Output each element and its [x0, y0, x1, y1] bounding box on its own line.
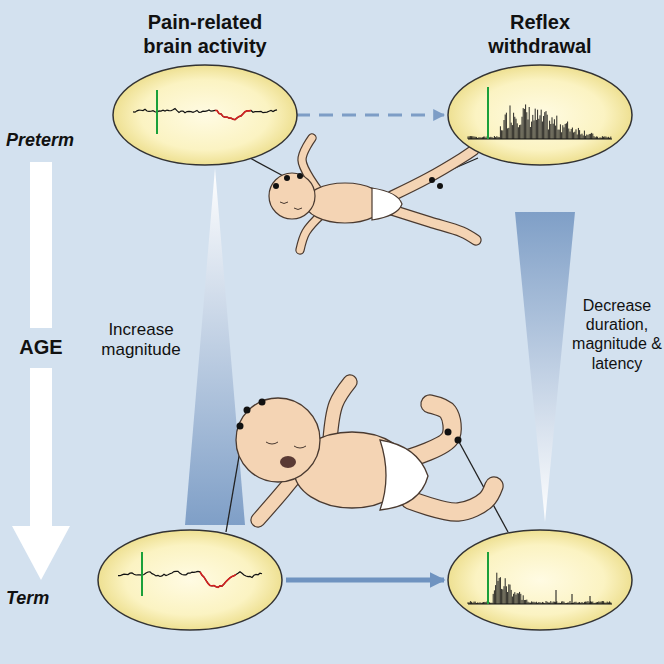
age-label: Preterm	[6, 130, 96, 152]
eeg-trace	[118, 571, 262, 587]
term-baby	[236, 382, 494, 520]
eeg-response	[215, 110, 251, 119]
column-heading: Reflex withdrawal	[470, 10, 610, 58]
trace-ellipse	[448, 530, 632, 630]
column-heading: Pain-related brain activity	[125, 10, 285, 58]
trend-label: Increase magnitude	[86, 320, 196, 361]
preterm-baby	[269, 138, 476, 250]
eeg-response	[200, 572, 236, 587]
emg-late	[556, 590, 590, 604]
age-label: Term	[6, 588, 86, 610]
trend-label: Decrease duration, magnitude & latency	[572, 296, 662, 373]
trace-ellipse	[113, 65, 297, 165]
solid-arrow	[286, 578, 444, 583]
stimulus-marker	[487, 87, 489, 139]
age-arrow	[12, 162, 70, 580]
axis-label: AGE	[8, 335, 74, 359]
stimulus-marker	[141, 552, 143, 596]
dashed-arrow	[296, 114, 444, 117]
stimulus-marker	[156, 90, 158, 134]
eeg-trace	[133, 109, 277, 120]
decrease-wedge	[515, 212, 575, 522]
emg-trace	[468, 104, 611, 139]
trace-ellipse	[98, 530, 282, 630]
stimulus-marker	[487, 552, 489, 604]
emg-trace	[468, 573, 611, 604]
trace-ellipse	[448, 65, 632, 165]
